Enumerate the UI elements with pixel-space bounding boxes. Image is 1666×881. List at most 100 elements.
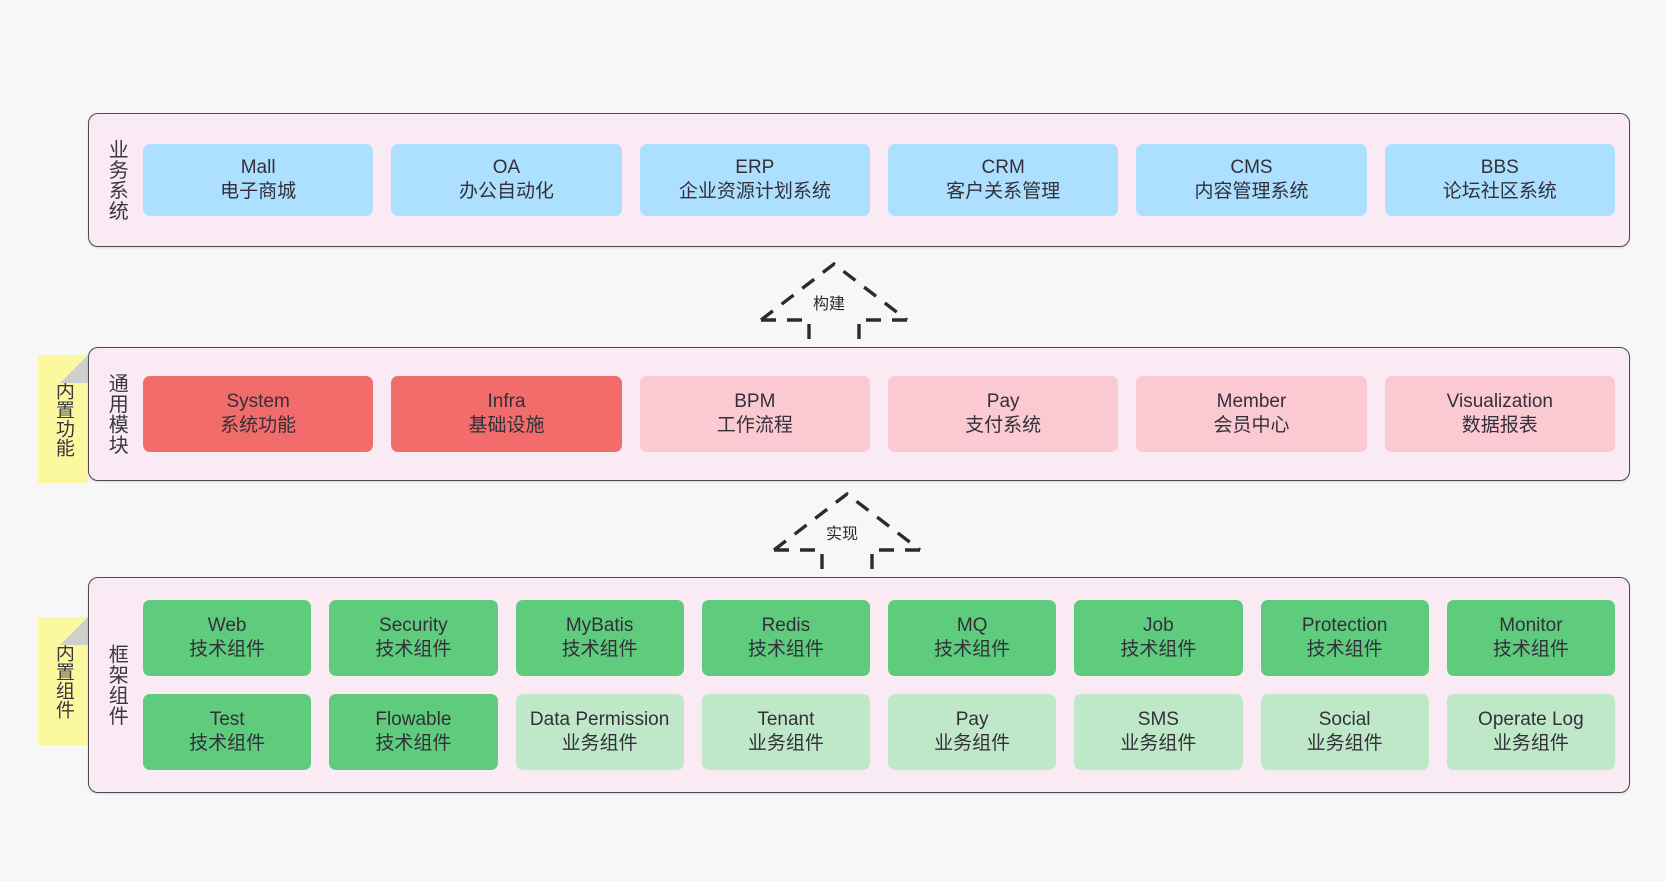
- note-label: 内置功能: [52, 381, 74, 457]
- node-subtitle: 技术组件: [1492, 639, 1569, 660]
- layer-body-business-systems: Mall 电子商城 OA 办公自动化 ERP 企业资源计划系统 CRM 客户关系…: [143, 114, 1629, 246]
- node-title: OA: [492, 156, 521, 178]
- arrow-implement: 实现: [768, 488, 926, 580]
- node-mall[interactable]: Mall 电子商城: [143, 144, 374, 216]
- node-subtitle: 业务组件: [747, 733, 824, 754]
- node-title: Web: [207, 614, 247, 636]
- node-title: Tenant: [757, 708, 815, 730]
- node-subtitle: 业务组件: [934, 733, 1011, 754]
- node-title: SMS: [1137, 708, 1179, 730]
- node-subtitle: 技术组件: [1306, 639, 1383, 660]
- node-subtitle: 技术组件: [561, 639, 638, 660]
- node-subtitle: 基础设施: [468, 415, 545, 436]
- node-title: CRM: [981, 156, 1025, 178]
- node-title: Job: [1143, 614, 1174, 636]
- layer-business-systems: 业务系统 Mall 电子商城 OA 办公自动化 ERP 企业资源计划系统 CRM…: [88, 113, 1630, 247]
- arrow-build-icon: [759, 261, 909, 350]
- node-title: Pay: [955, 708, 989, 730]
- node-title: MyBatis: [565, 614, 634, 636]
- node-mq[interactable]: MQ 技术组件: [888, 600, 1057, 676]
- node-operate-log[interactable]: Operate Log 业务组件: [1446, 694, 1615, 770]
- node-subtitle: 会员中心: [1213, 415, 1290, 436]
- node-tenant[interactable]: Tenant 业务组件: [701, 694, 870, 770]
- node-security[interactable]: Security 技术组件: [329, 600, 498, 676]
- node-subtitle: 数据报表: [1461, 415, 1538, 436]
- node-title: Protection: [1301, 614, 1388, 636]
- node-title: Flowable: [375, 708, 452, 730]
- node-bpm[interactable]: BPM 工作流程: [639, 376, 870, 452]
- node-web[interactable]: Web 技术组件: [143, 600, 312, 676]
- node-title: MQ: [956, 614, 988, 636]
- node-title: BBS: [1480, 156, 1519, 178]
- node-pay-biz[interactable]: Pay 业务组件: [888, 694, 1057, 770]
- node-oa[interactable]: OA 办公自动化: [391, 144, 622, 216]
- node-title: Social: [1318, 708, 1371, 730]
- node-redis[interactable]: Redis 技术组件: [701, 600, 870, 676]
- node-subtitle: 支付系统: [965, 415, 1042, 436]
- node-pay[interactable]: Pay 支付系统: [887, 376, 1119, 452]
- node-subtitle: 技术组件: [934, 639, 1011, 660]
- node-title: Test: [209, 708, 245, 730]
- node-title: Infra: [487, 390, 526, 412]
- node-protection[interactable]: Protection 技术组件: [1260, 600, 1429, 676]
- arrow-build: 构建: [755, 258, 913, 350]
- node-sms[interactable]: SMS 业务组件: [1074, 694, 1243, 770]
- layer-title-framework-components: 框架组件: [105, 644, 128, 726]
- node-title: Security: [379, 614, 448, 636]
- node-erp[interactable]: ERP 企业资源计划系统: [639, 144, 870, 216]
- node-data-permission[interactable]: Data Permission 业务组件: [515, 694, 684, 770]
- node-job[interactable]: Job 技术组件: [1074, 600, 1243, 676]
- node-subtitle: 业务组件: [1306, 733, 1383, 754]
- node-visualization[interactable]: Visualization 数据报表: [1384, 376, 1615, 452]
- node-subtitle: 系统功能: [220, 415, 297, 436]
- node-social[interactable]: Social 业务组件: [1260, 694, 1429, 770]
- node-subtitle: 技术组件: [189, 733, 266, 754]
- node-subtitle: 业务组件: [561, 733, 638, 754]
- node-cms[interactable]: CMS 内容管理系统: [1136, 144, 1367, 216]
- node-bbs[interactable]: BBS 论坛社区系统: [1384, 144, 1615, 216]
- node-infra[interactable]: Infra 基础设施: [391, 376, 622, 452]
- layer-title-common-modules: 通用模块: [105, 373, 128, 455]
- node-title: Redis: [761, 614, 811, 636]
- node-subtitle: 客户关系管理: [946, 181, 1061, 202]
- node-system[interactable]: System 系统功能: [143, 376, 374, 452]
- node-subtitle: 技术组件: [189, 639, 266, 660]
- note-builtin-components: 内置组件: [38, 617, 88, 745]
- arrow-build-label: 构建: [813, 296, 846, 313]
- node-title: Member: [1216, 390, 1287, 412]
- row: Test 技术组件 Flowable 技术组件 Data Permission …: [143, 694, 1615, 770]
- node-subtitle: 业务组件: [1492, 733, 1569, 754]
- layer-common-modules: 通用模块 System 系统功能 Infra 基础设施 BPM 工作流程 Pay…: [88, 347, 1630, 481]
- node-title: Pay: [986, 390, 1020, 412]
- node-subtitle: 技术组件: [1120, 639, 1197, 660]
- arrow-implement-icon: [772, 491, 922, 580]
- node-subtitle: 技术组件: [375, 733, 452, 754]
- arrow-implement-label: 实现: [826, 526, 859, 543]
- node-member[interactable]: Member 会员中心: [1136, 376, 1367, 452]
- node-subtitle: 工作流程: [716, 415, 793, 436]
- node-subtitle: 业务组件: [1120, 733, 1197, 754]
- note-builtin-functions: 内置功能: [38, 355, 88, 483]
- node-subtitle: 电子商城: [220, 181, 297, 202]
- layer-title-business-systems: 业务系统: [105, 139, 128, 221]
- node-title: CMS: [1230, 156, 1273, 178]
- row: Mall 电子商城 OA 办公自动化 ERP 企业资源计划系统 CRM 客户关系…: [143, 144, 1615, 216]
- node-title: Visualization: [1446, 390, 1553, 412]
- node-crm[interactable]: CRM 客户关系管理: [887, 144, 1119, 216]
- node-title: Data Permission: [529, 708, 670, 730]
- node-subtitle: 内容管理系统: [1194, 181, 1309, 202]
- note-label: 内置组件: [52, 643, 74, 719]
- node-subtitle: 技术组件: [375, 639, 452, 660]
- node-flowable[interactable]: Flowable 技术组件: [329, 694, 498, 770]
- node-title: Operate Log: [1478, 708, 1584, 730]
- node-monitor[interactable]: Monitor 技术组件: [1446, 600, 1615, 676]
- node-subtitle: 企业资源计划系统: [678, 181, 831, 202]
- node-test[interactable]: Test 技术组件: [143, 694, 312, 770]
- layer-framework-components: 框架组件 Web 技术组件 Security 技术组件 MyBatis 技术组件…: [88, 577, 1630, 793]
- node-subtitle: 论坛社区系统: [1442, 181, 1557, 202]
- node-subtitle: 办公自动化: [458, 181, 554, 202]
- node-title: BPM: [734, 390, 776, 412]
- node-subtitle: 技术组件: [747, 639, 824, 660]
- node-mybatis[interactable]: MyBatis 技术组件: [515, 600, 684, 676]
- node-title: Mall: [240, 156, 276, 178]
